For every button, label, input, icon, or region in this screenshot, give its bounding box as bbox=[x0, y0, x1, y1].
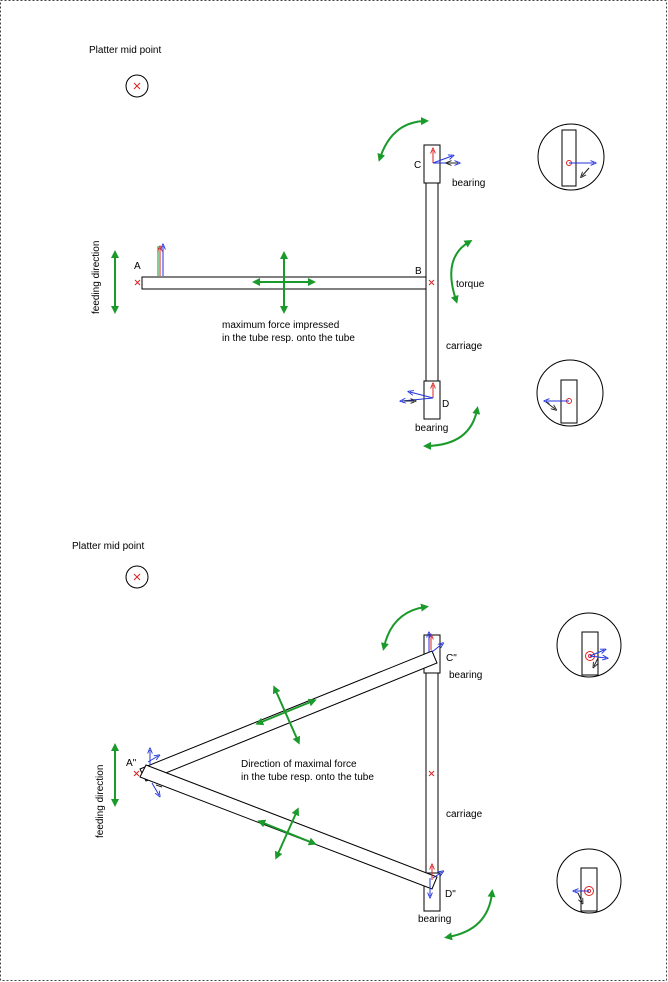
top-bearing-d-vectors bbox=[402, 385, 433, 401]
bottom-detail-inset-d bbox=[556, 848, 622, 914]
bottom-bearing-c-label: bearing bbox=[449, 670, 482, 681]
bottom-detail-inset-c bbox=[556, 612, 622, 678]
top-detail-inset-d bbox=[536, 359, 604, 427]
bottom-lower-tube bbox=[139, 764, 438, 890]
bottom-platter-mid-point-marker bbox=[125, 565, 149, 589]
top-point-b-label: B bbox=[415, 266, 422, 277]
top-bearing-c-label: bearing bbox=[452, 178, 485, 189]
top-point-d-label: D bbox=[442, 399, 449, 410]
top-point-a-marker bbox=[134, 279, 141, 286]
bottom-force-text-line2: in the tube resp. onto the tube bbox=[241, 772, 374, 783]
top-platter-label: Platter mid point bbox=[89, 45, 161, 56]
top-platter-mid-point-marker bbox=[125, 74, 149, 98]
bottom-bearing-c-vectors bbox=[429, 634, 442, 653]
top-rotation-arrow-torque bbox=[450, 239, 473, 304]
bottom-diagram: Platter mid point feeding direction A" C… bbox=[72, 541, 622, 941]
top-detail-inset-c bbox=[537, 123, 605, 191]
bottom-point-d-label: D" bbox=[445, 889, 456, 900]
top-bearing-c-block bbox=[423, 144, 441, 184]
bottom-lower-force-across bbox=[274, 807, 300, 860]
top-feeding-label: feeding direction bbox=[91, 241, 102, 314]
bottom-carriage-label: carriage bbox=[446, 809, 483, 820]
top-torque-label: torque bbox=[456, 279, 485, 290]
top-carriage-label: carriage bbox=[446, 341, 483, 352]
bottom-carriage-marker bbox=[428, 770, 435, 777]
bottom-a-vectors bbox=[148, 750, 163, 795]
bottom-bearing-d-label: bearing bbox=[418, 914, 451, 925]
top-force-text-line2: in the tube resp. onto the tube bbox=[222, 333, 355, 344]
bottom-upper-force-across bbox=[272, 685, 301, 745]
bottom-point-a-label: A" bbox=[126, 758, 137, 769]
top-rotation-arrow-d bbox=[423, 406, 481, 450]
bottom-bearing-d-vectors bbox=[430, 866, 442, 896]
bottom-platter-label: Platter mid point bbox=[72, 541, 144, 552]
bottom-force-text-line1: Direction of maximal force bbox=[241, 759, 357, 770]
top-diagram: Platter mid point feeding direction A ma… bbox=[89, 45, 605, 450]
top-bearing-c-vectors bbox=[433, 150, 458, 163]
top-point-c-label: C bbox=[414, 160, 421, 171]
top-bearing-d-block bbox=[423, 380, 441, 420]
bottom-point-a-marker bbox=[133, 770, 140, 777]
bottom-rotation-arrow-c bbox=[380, 603, 429, 651]
top-bearing-d-label: bearing bbox=[415, 423, 448, 434]
top-rotation-arrow-c bbox=[377, 117, 429, 162]
top-point-b-marker bbox=[428, 279, 435, 286]
top-point-a-label: A bbox=[134, 261, 141, 272]
bottom-rotation-arrow-d bbox=[444, 889, 496, 941]
bottom-point-c-label: C" bbox=[446, 653, 457, 664]
top-force-text-line1: maximum force impressed bbox=[222, 320, 339, 331]
bottom-feeding-label: feeding direction bbox=[95, 765, 106, 838]
